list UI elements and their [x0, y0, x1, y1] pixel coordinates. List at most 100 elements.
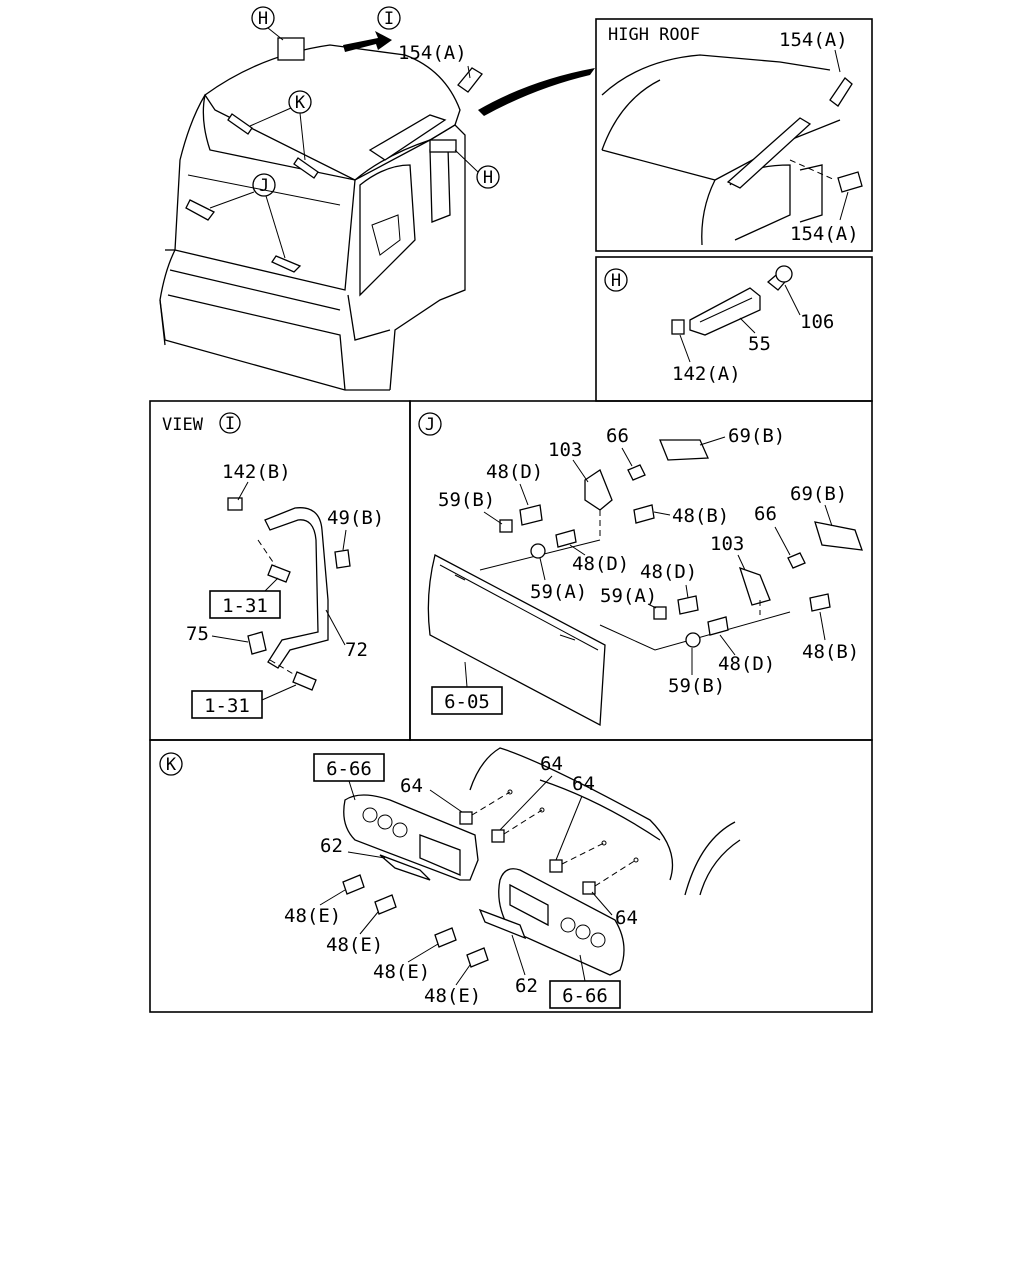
- rod-assembly: [227, 497, 351, 691]
- label-154a-upper: 154(A): [779, 29, 848, 51]
- label-64-4: 64: [615, 907, 638, 929]
- marker-h-detail: H: [604, 268, 628, 292]
- label-66-left: 66: [606, 425, 629, 447]
- label-142b: 142(B): [222, 461, 291, 483]
- ref-6-66-top: 6-66: [326, 758, 372, 780]
- handle-j-right-icon: [271, 255, 302, 273]
- bolt-icon: [267, 564, 291, 583]
- bracket-icon: [814, 521, 863, 551]
- screw-icon: [707, 616, 729, 636]
- marker-h-overview: H: [251, 6, 275, 30]
- label-48d-1: 48(D): [486, 461, 543, 483]
- marker-text: H: [611, 271, 621, 291]
- label-48e-4: 48(E): [424, 985, 481, 1007]
- marker-text: I: [225, 414, 235, 434]
- label-75: 75: [186, 623, 209, 645]
- label-48d-4: 48(D): [718, 653, 775, 675]
- clip-icon: [549, 859, 563, 873]
- screw-icon: [519, 504, 543, 526]
- bracket-icon: [659, 439, 709, 461]
- view-arrow-icon: [343, 31, 392, 52]
- clip-icon: [582, 881, 596, 895]
- label-59a-1: 59(A): [530, 581, 587, 603]
- screw-icon: [374, 894, 397, 915]
- nut-icon: [227, 497, 243, 511]
- clip-icon: [491, 829, 505, 843]
- stay-icon: [584, 469, 613, 511]
- screw-icon: [677, 595, 699, 615]
- label-106: 106: [800, 311, 834, 333]
- label-55: 55: [748, 333, 771, 355]
- bolt-icon: [627, 464, 646, 481]
- clip-icon: [459, 811, 473, 825]
- label-48b-2: 48(B): [802, 641, 859, 663]
- high-roof-frame: [595, 18, 873, 252]
- label-62-top: 62: [320, 835, 343, 857]
- ref-6-05: 6-05: [444, 691, 490, 713]
- marker-h-side: H: [476, 165, 500, 189]
- high-roof-illustration: [601, 54, 863, 246]
- marker-text: J: [259, 176, 269, 196]
- label-48d-3: 48(D): [640, 561, 697, 583]
- label-66-right: 66: [754, 503, 777, 525]
- bolt-icon: [829, 77, 853, 107]
- ref-1-31-upper: 1-31: [222, 595, 268, 617]
- nut-icon: [671, 319, 685, 335]
- ref-box-upper: [209, 590, 281, 619]
- ref-6-66-bottom: 6-66: [562, 985, 608, 1007]
- label-103-left: 103: [548, 439, 582, 461]
- side-handle-icon: [429, 139, 457, 153]
- nut-icon: [334, 549, 351, 569]
- label-48e-1: 48(E): [284, 905, 341, 927]
- label-48e-3: 48(E): [373, 961, 430, 983]
- marker-text: I: [384, 9, 394, 29]
- view-i-title: VIEW: [162, 415, 204, 435]
- label-59b-2: 59(B): [668, 675, 725, 697]
- marker-text: K: [166, 755, 177, 775]
- label-49b: 49(B): [327, 507, 384, 529]
- label-64-2: 64: [540, 753, 563, 775]
- handle-k-right-icon: [293, 157, 319, 179]
- marker-text: H: [483, 168, 493, 188]
- screw-icon: [555, 529, 577, 548]
- marker-i-view: I: [219, 412, 241, 434]
- label-69b-left: 69(B): [728, 425, 785, 447]
- label-48b-1: 48(B): [672, 505, 729, 527]
- bolt-icon: [837, 171, 863, 193]
- label-64-1: 64: [400, 775, 423, 797]
- handle-j-left-icon: [185, 199, 215, 221]
- label-48e-2: 48(E): [326, 934, 383, 956]
- label-62-bottom: 62: [515, 975, 538, 997]
- marker-text: H: [258, 9, 268, 29]
- front-grille-icon: [427, 554, 606, 727]
- stay-icon: [738, 566, 771, 606]
- label-103-right: 103: [710, 533, 744, 555]
- bolt-icon: [292, 671, 317, 691]
- screw-icon: [633, 504, 655, 524]
- detail-k-frame: [149, 739, 873, 1013]
- label-59a-2: 59(A): [600, 585, 657, 607]
- clip-icon: [653, 606, 667, 620]
- stay-icon: [478, 908, 527, 940]
- high-roof-title: HIGH ROOF: [608, 25, 700, 45]
- label-154a-lower: 154(A): [790, 223, 859, 245]
- marker-j-overview: J: [252, 173, 276, 197]
- label-142a: 142(A): [672, 363, 741, 385]
- bracket-icon: [247, 631, 267, 655]
- label-69b-right: 69(B): [790, 483, 847, 505]
- side-lamp-assembly: [342, 747, 741, 976]
- marker-text: K: [295, 93, 306, 113]
- stay-icon: [379, 854, 431, 881]
- marker-j-detail: J: [418, 412, 442, 436]
- rod-icon: [264, 507, 329, 669]
- screw-icon: [466, 947, 489, 968]
- label-72: 72: [345, 639, 368, 661]
- clip-icon: [530, 543, 546, 559]
- clip-icon: [499, 519, 513, 533]
- cab-overview: [159, 31, 595, 391]
- label-48d-2: 48(D): [572, 553, 629, 575]
- roof-handle-icon: [277, 37, 305, 61]
- screw-icon: [434, 927, 457, 948]
- label-64-3: 64: [572, 773, 595, 795]
- bolt-icon: [787, 552, 806, 569]
